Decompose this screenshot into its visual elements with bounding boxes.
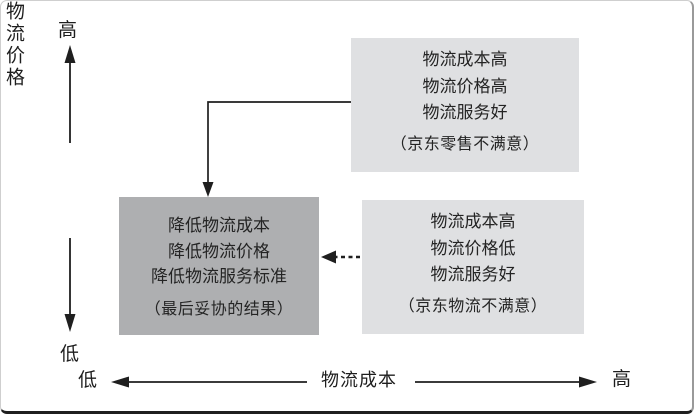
y-axis-down-arrow: [64, 238, 76, 332]
box-compromise-result: 降低物流成本 降低物流价格 降低物流服务标准 （最后妥协的结果）: [119, 197, 319, 335]
y-axis-title: 物流价格: [3, 1, 25, 89]
box-line: 降低物流价格: [168, 241, 270, 262]
x-axis-right-arrow: [415, 376, 597, 388]
box-line: 物流服务好: [422, 103, 508, 123]
box-line: 物流成本高: [422, 50, 508, 70]
box-note: （最后妥协的结果）: [144, 298, 294, 318]
y-axis-high-label: 高: [58, 19, 78, 41]
x-axis-low-label: 低: [78, 369, 98, 391]
compromise-solid-arrow: [202, 101, 351, 197]
x-axis-left-arrow: [111, 376, 307, 388]
x-axis-high-label: 高: [612, 368, 632, 390]
box-line: 降低物流成本: [168, 216, 270, 236]
box-line: 物流价格低: [430, 238, 516, 259]
box-note: （京东物流不满意）: [398, 295, 548, 315]
x-axis-title: 物流成本: [321, 370, 397, 391]
y-axis-low-label: 低: [60, 343, 80, 365]
box-line: 降低物流服务标准: [151, 267, 287, 287]
y-axis-up-arrow: [64, 45, 76, 143]
box-high-cost-low-price: 物流成本高 物流价格低 物流服务好 （京东物流不满意）: [362, 200, 584, 334]
box-line: 物流服务好: [430, 265, 516, 285]
box-line: 物流成本高: [430, 212, 516, 232]
box-note: （京东零售不满意）: [390, 133, 540, 153]
box-line: 物流价格高: [422, 76, 508, 97]
compromise-dashed-arrow: [321, 250, 360, 264]
box-high-cost-high-price: 物流成本高 物流价格高 物流服务好 （京东零售不满意）: [351, 38, 579, 172]
